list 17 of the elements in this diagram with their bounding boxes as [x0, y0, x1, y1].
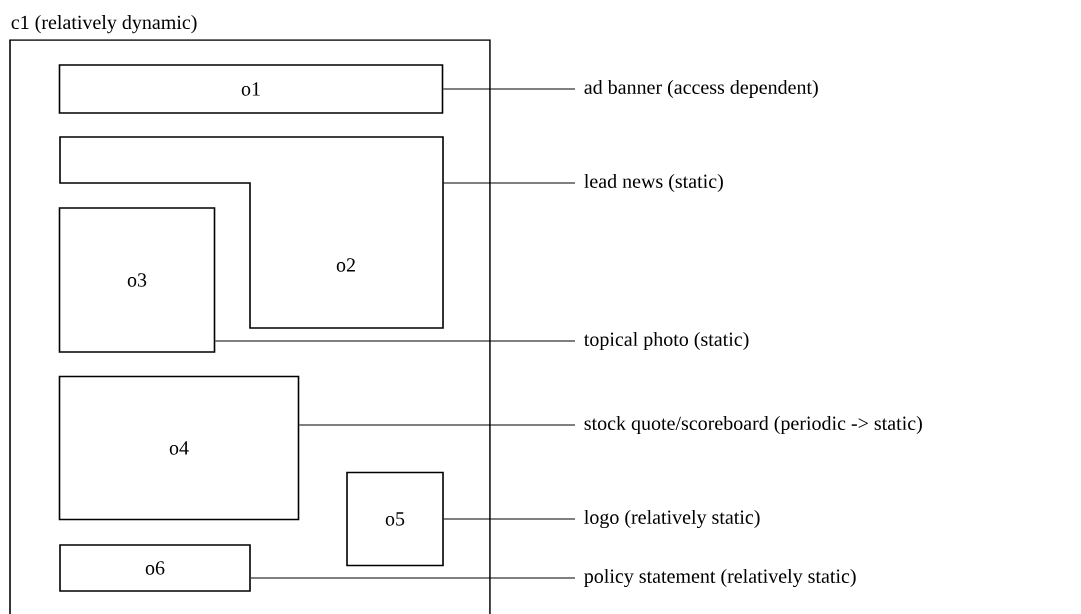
leader-line	[443, 518, 576, 520]
description-label: ad banner (access dependent)	[584, 79, 818, 99]
description-label: topical photo (static)	[584, 331, 749, 351]
leader-line	[214, 340, 576, 342]
content-box: o4	[58, 375, 300, 521]
content-box: o6	[59, 544, 251, 592]
description-label: lead news (static)	[584, 173, 723, 193]
description-label: logo (relatively static)	[584, 509, 760, 529]
leader-line	[250, 577, 576, 579]
content-box: o3	[58, 207, 216, 353]
description-label: stock quote/scoreboard (periodic -> static)	[584, 415, 922, 435]
content-box: o1	[58, 64, 444, 114]
leader-line	[298, 424, 576, 426]
content-box: o5	[346, 471, 444, 567]
leader-line	[442, 182, 576, 184]
description-label: policy statement (relatively static)	[584, 568, 856, 588]
leader-line	[442, 88, 576, 90]
